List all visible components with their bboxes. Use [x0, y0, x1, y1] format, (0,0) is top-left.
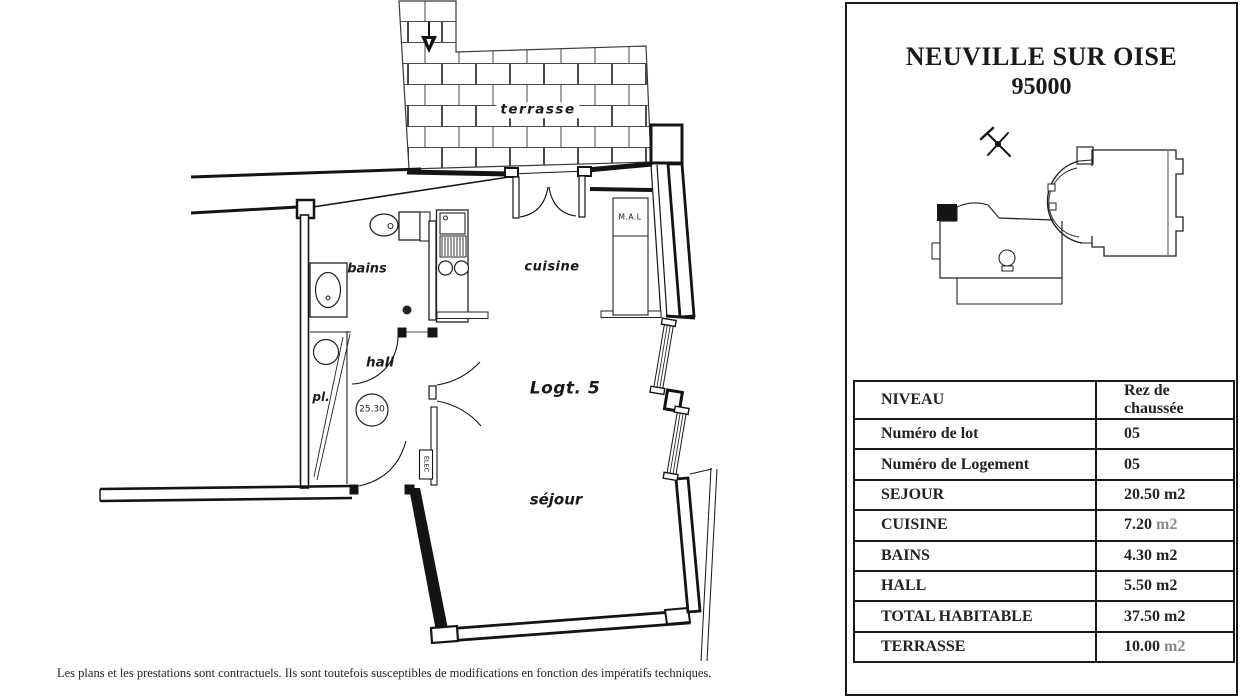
valve-icon — [402, 305, 412, 315]
row-label: NIVEAU — [853, 380, 1097, 420]
room-label-cuisine: cuisine — [524, 259, 580, 275]
row-value: 7.20 m2 — [1095, 509, 1235, 542]
row-label: BAINS — [853, 539, 1097, 572]
site-plan — [931, 126, 1184, 305]
sink-icon — [439, 212, 466, 235]
row-unit: m2 — [1164, 637, 1186, 655]
floor-plan-page: terrasse bains cuisine hall pl. Logt. 5 … — [57, 0, 1238, 696]
apartment-walls — [99, 123, 718, 662]
room-label-bains: bains — [347, 261, 387, 277]
bathroom-fixtures — [309, 211, 431, 318]
row-label: SEJOUR — [853, 478, 1097, 512]
row-value: 5.50 m2 — [1095, 569, 1235, 603]
dimension-circle — [355, 393, 389, 427]
row-label: CUISINE — [853, 509, 1097, 542]
row-value: 10.00 m2 — [1095, 630, 1235, 664]
postal-code: 95000 — [1011, 74, 1072, 100]
row-label: Numéro de lot — [853, 417, 1097, 451]
row-label: HALL — [853, 569, 1097, 603]
interior-doors — [349, 327, 482, 495]
row-label: TERRASSE — [853, 630, 1097, 664]
kitchen-fixtures — [428, 197, 662, 323]
exterior-walls — [190, 167, 510, 220]
toilet-icon — [369, 213, 399, 237]
entrance-door — [504, 166, 592, 219]
room-label-terrasse: terrasse — [496, 102, 580, 118]
row-unit: m2 — [1156, 516, 1178, 534]
washing-machine-label: M.A.L — [618, 212, 642, 222]
row-value: 37.50 m2 — [1095, 600, 1235, 633]
row-value: 20.50 m2 — [1095, 478, 1235, 512]
row-unit: m2 — [1156, 546, 1178, 564]
floor-plan-drawing — [99, 0, 1184, 662]
room-label-hall: hall — [366, 354, 394, 371]
compass-icon — [979, 126, 1011, 157]
row-value: Rez de chaussée — [1095, 380, 1235, 420]
electrical-label: ELEC — [422, 455, 431, 473]
washing-machine-closet — [612, 197, 649, 316]
room-label-sejour: séjour — [529, 490, 583, 509]
closet — [310, 331, 351, 484]
hob-burner-icon — [453, 260, 470, 276]
electrical-panel — [418, 449, 434, 480]
water-heater-icon — [312, 338, 340, 366]
row-label: Numéro de Logement — [853, 448, 1097, 481]
row-value: 4.30 m2 — [1095, 539, 1235, 572]
terrace-area — [398, 0, 652, 170]
row-value: 05 — [1095, 417, 1235, 451]
room-label-closet: pl. — [312, 390, 330, 404]
windows — [649, 317, 690, 482]
row-value: 05 — [1095, 448, 1235, 481]
row-unit: m2 — [1164, 607, 1186, 625]
dimension-label: 25.30 — [359, 404, 385, 415]
city-name: NEUVILLE SUR OISE — [905, 42, 1178, 71]
row-unit: m2 — [1164, 485, 1186, 503]
hob-burner-icon — [437, 260, 454, 276]
unit-number-label: Logt. 5 — [529, 378, 601, 399]
unit-location-marker — [937, 204, 957, 221]
row-label: TOTAL HABITABLE — [853, 600, 1097, 633]
panel-title: NEUVILLE SUR OISE 95000 — [845, 42, 1238, 101]
row-unit: m2 — [1156, 577, 1178, 595]
entry-arrow-icon — [421, 22, 437, 53]
